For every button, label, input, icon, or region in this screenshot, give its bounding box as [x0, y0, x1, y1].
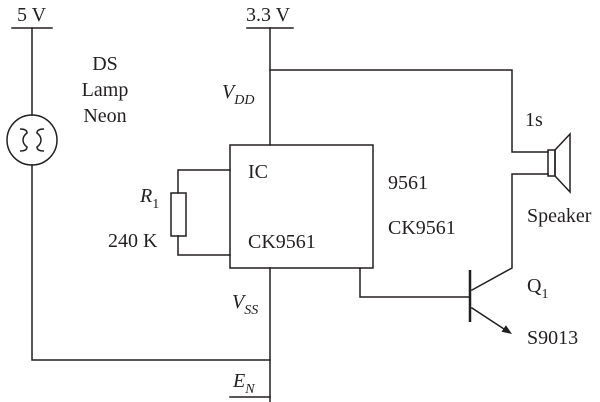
ic-side-label-line1: 9561 — [388, 172, 428, 194]
supply-3v3-label: 3.3 V — [246, 4, 291, 26]
wire-resistor-to-ic-bottom — [177, 235, 231, 256]
resistor-r1 — [170, 192, 187, 237]
vss-label: VSS — [232, 291, 258, 318]
transistor-emitter — [470, 306, 509, 333]
supply-5v-label: 5 V — [17, 4, 47, 26]
lamp-label-line1: DS — [92, 53, 118, 75]
speaker-magnet — [547, 149, 556, 177]
transistor-part-label: S9013 — [527, 327, 578, 349]
transistor-name-label: Q1 — [527, 275, 548, 302]
enable-label: EN — [232, 370, 255, 397]
wire-vdd-to-speaker — [269, 69, 549, 153]
resistor-name-label: R1 — [139, 185, 159, 212]
lamp-label-line3: Neon — [83, 105, 126, 127]
lamp-label-line2: Lamp — [82, 79, 129, 101]
wire-ic-to-resistor-top — [177, 169, 231, 194]
speaker-label: Speaker — [527, 205, 592, 227]
ic-label-top: IC — [248, 161, 268, 183]
lamp-electrode-right — [36, 128, 45, 152]
ic-side-label-line2: CK9561 — [388, 217, 456, 239]
transistor-q1 — [468, 270, 512, 334]
vdd-label: VDD — [222, 81, 254, 108]
emitter-arrow-icon — [501, 325, 512, 334]
ic-label-bottom: CK9561 — [248, 231, 316, 253]
lamp-body — [6, 114, 58, 166]
ic-body — [229, 144, 374, 269]
resistor-value-label: 240 K — [108, 230, 158, 252]
speaker-icon — [547, 132, 571, 194]
speaker-cone — [554, 132, 571, 194]
speaker-timing-label: 1s — [525, 109, 543, 131]
wire-ic-to-base — [359, 267, 471, 298]
wire-lamp-to-ground — [31, 164, 271, 361]
lamp-electrode-left — [19, 128, 28, 152]
neon-lamp — [6, 114, 58, 166]
wire-speaker-to-collector — [470, 173, 549, 292]
